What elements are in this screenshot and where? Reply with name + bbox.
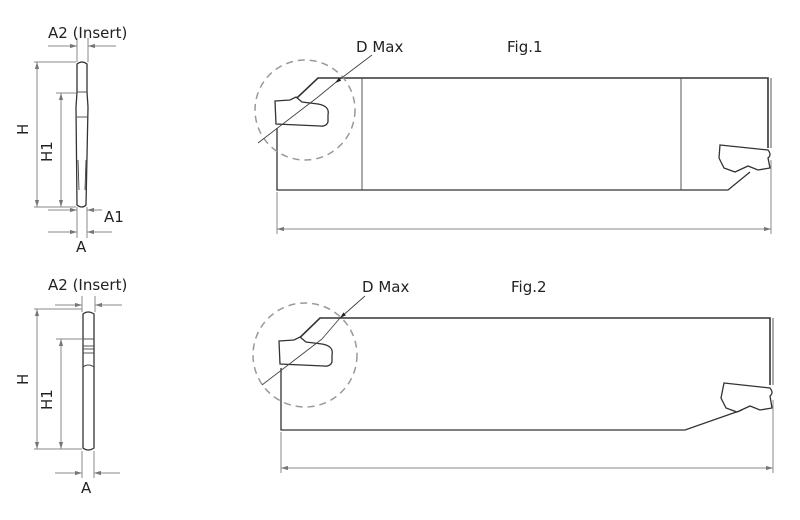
fig1-h1-label: H1 — [38, 141, 56, 162]
fig1-a-label: A — [76, 238, 87, 256]
fig2-title: Fig.2 — [511, 278, 547, 296]
fig1-main-view: D Max Fig.1 — [254, 38, 772, 234]
fig2-main-view: D Max Fig.2 — [252, 278, 774, 473]
fig1-a2-label: A2 (Insert) — [48, 24, 127, 42]
fig1-dmax-label: D Max — [356, 38, 403, 56]
fig1-right-insert — [718, 144, 771, 173]
fig2-dmax-label: D Max — [362, 278, 409, 296]
fig2-right-insert — [720, 382, 773, 413]
fig2-h1-label: H1 — [38, 389, 56, 410]
fig2-a-label: A — [81, 479, 92, 497]
fig2-side-view: A2 (Insert) H H1 A — [14, 276, 127, 497]
fig1-h-label: H — [14, 124, 32, 135]
fig1-detail-circle — [254, 59, 356, 161]
fig1-a1-label: A1 — [104, 208, 124, 226]
fig1-title: Fig.1 — [507, 38, 543, 56]
fig2-detail-circle — [252, 302, 358, 408]
fig2-a2-label: A2 (Insert) — [48, 276, 127, 294]
fig2-h-label: H — [14, 374, 32, 385]
fig1-side-view: A2 (Insert) H H1 A1 A — [14, 24, 127, 256]
fig1-left-insert — [274, 96, 329, 127]
